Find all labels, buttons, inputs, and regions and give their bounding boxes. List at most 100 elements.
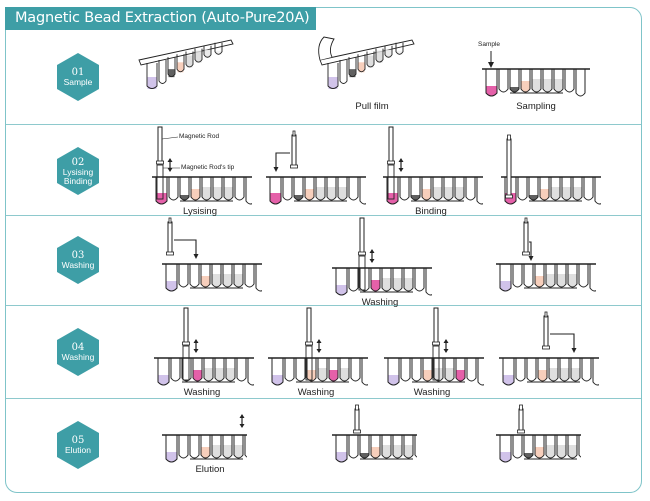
tube [348, 57, 357, 78]
well-liquid [393, 445, 402, 459]
rod-body [433, 307, 439, 345]
well [572, 177, 583, 201]
well [578, 435, 581, 458]
up-down-arrow-icon [167, 158, 173, 172]
well [539, 177, 550, 201]
well [502, 358, 515, 386]
well-liquid [551, 187, 560, 201]
rod-body [306, 307, 312, 345]
well [370, 435, 381, 459]
well [517, 177, 528, 201]
rod-tip-collar [432, 341, 440, 346]
tube [339, 60, 348, 84]
hexagon-icon [57, 53, 99, 101]
well-liquid [191, 189, 200, 201]
well-liquid [316, 187, 325, 201]
rod-cap [524, 217, 528, 224]
well [455, 358, 466, 382]
magnetic-rod [387, 126, 395, 165]
well-liquid [538, 370, 547, 382]
well [520, 69, 531, 93]
well-liquid [329, 370, 338, 382]
rod-tip-collar [542, 345, 550, 350]
well-liquid [202, 187, 211, 201]
well [386, 177, 399, 205]
well [234, 177, 245, 201]
panel-washing: Washing [322, 216, 432, 308]
rod-tip-collar [182, 341, 190, 346]
tube-liquid [396, 50, 403, 55]
tube [203, 45, 212, 58]
step-number: 01 [71, 67, 85, 78]
well-liquid [166, 281, 177, 292]
step-caption: Pull film [355, 101, 389, 112]
rod-body [291, 134, 297, 168]
well-liquid [204, 368, 213, 382]
magnetic-rod [166, 221, 174, 256]
row-divider [6, 398, 641, 399]
well-liquid [166, 452, 177, 463]
well [361, 358, 368, 386]
well [534, 435, 545, 459]
well [214, 358, 225, 382]
well-liquid [201, 276, 210, 288]
up-down-arrow-icon [193, 339, 199, 353]
well [201, 177, 212, 201]
move-arrow-icon [174, 239, 199, 259]
rod-tip-collar [522, 251, 530, 256]
well [523, 435, 534, 459]
panel-rod-up [486, 399, 581, 492]
magnetic-rod [517, 408, 525, 434]
well-liquid [486, 86, 497, 97]
rod-tip-collar [353, 429, 361, 434]
step-number: 04 [71, 342, 85, 353]
well [245, 177, 252, 205]
well-liquid [318, 368, 327, 382]
well-liquid [201, 447, 210, 459]
well-liquid [213, 187, 222, 201]
magnetic-rod [156, 126, 164, 165]
well [178, 264, 189, 288]
well [335, 268, 348, 296]
well [178, 435, 189, 459]
well [157, 358, 170, 386]
well-liquid [336, 452, 347, 463]
well [295, 358, 306, 382]
tube [176, 54, 185, 73]
well-liquid [557, 445, 566, 459]
step-label: Lysising [62, 166, 94, 177]
well-liquid [234, 274, 243, 288]
well-liquid [535, 276, 544, 288]
well [244, 264, 255, 288]
well [282, 177, 293, 201]
tube-strip [162, 434, 247, 463]
rod-tip-collar [156, 160, 164, 165]
rod-sleeve [358, 255, 366, 291]
up-down-arrow-icon [316, 339, 322, 353]
illustration [496, 217, 596, 292]
well-liquid [223, 274, 232, 288]
tube-strip [384, 357, 484, 386]
rod-tip-collar [387, 160, 395, 165]
move-arrow-icon [528, 241, 534, 261]
tube-liquid [195, 50, 202, 63]
well [348, 435, 359, 459]
well [545, 435, 556, 459]
well [155, 177, 168, 205]
well-liquid [340, 368, 349, 382]
tube-liquid [168, 69, 175, 78]
well [211, 264, 222, 288]
tube-strip [162, 263, 262, 292]
step-label: Washing [61, 352, 95, 362]
rod-body [167, 221, 173, 255]
well-liquid [388, 375, 399, 386]
rod-cap [544, 311, 548, 318]
rod-tip-collar [290, 164, 298, 169]
well [515, 358, 526, 382]
magnetic-rod [358, 217, 366, 256]
well-liquid [212, 445, 221, 459]
well [381, 435, 392, 459]
tube-strip [496, 434, 581, 463]
tube [357, 54, 366, 73]
